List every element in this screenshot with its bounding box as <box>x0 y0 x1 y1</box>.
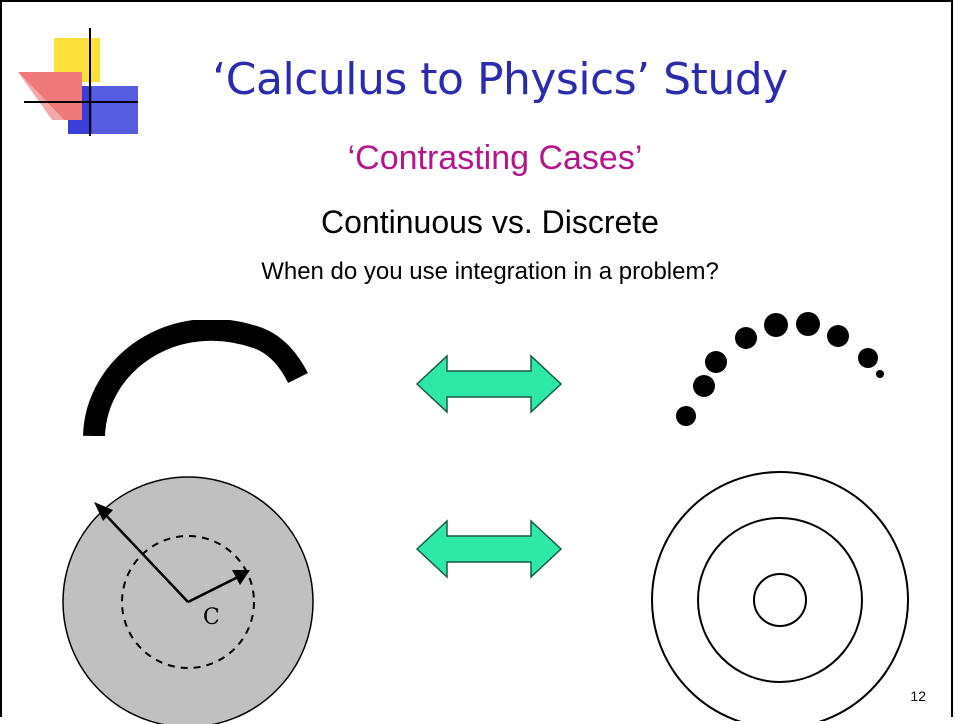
double-arrow-icon <box>415 519 563 579</box>
discrete-dots-figure <box>676 312 884 426</box>
disk-label: C <box>203 605 220 630</box>
slide-subtitle: ‘Contrasting Cases’ <box>347 139 643 177</box>
continuous-arc-figure <box>83 320 308 436</box>
slide-heading: Continuous vs. Discrete <box>321 204 659 240</box>
concentric-rings-figure <box>651 471 909 721</box>
slide-title: ‘Calculus to Physics’ Study <box>212 54 788 105</box>
page-number: 12 <box>910 688 926 704</box>
slide-question: When do you use integration in a problem… <box>261 258 719 285</box>
shaded-disk-figure: C <box>62 476 314 724</box>
double-arrow-icon <box>415 354 563 414</box>
corner-decoration-icon <box>18 28 138 136</box>
